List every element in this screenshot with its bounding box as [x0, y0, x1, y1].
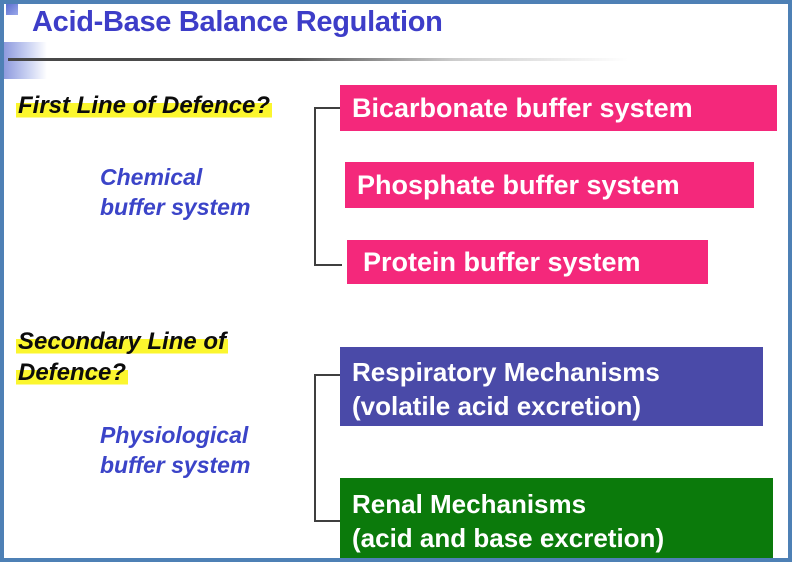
- phosphate-box-label: Phosphate buffer system: [357, 169, 680, 200]
- physiological-buffer-line1: Physiological: [100, 422, 249, 448]
- chemical-buffer-line2: buffer system: [100, 194, 251, 220]
- respiratory-box-label: Respiratory Mechanisms (volatile acid ex…: [352, 350, 660, 423]
- first-line-question: First Line of Defence?: [16, 90, 273, 121]
- title-underline: [8, 58, 628, 61]
- secondary-line-question-line2: Defence?: [16, 359, 129, 386]
- connector-bracket-first: [314, 107, 342, 266]
- secondary-line-question: Secondary Line of Defence?: [16, 326, 229, 388]
- connector-bracket-secondary: [314, 374, 342, 522]
- chemical-buffer-line1: Chemical: [100, 164, 203, 190]
- respiratory-box-line1: Respiratory Mechanisms: [352, 357, 660, 387]
- respiratory-box-line2: (volatile acid excretion): [352, 391, 641, 421]
- phosphate-box: Phosphate buffer system: [345, 162, 754, 208]
- secondary-line-question-line1: Secondary Line of: [16, 328, 229, 355]
- protein-box: Protein buffer system: [347, 240, 708, 284]
- physiological-buffer-label: Physiological buffer system: [100, 420, 250, 480]
- bicarbonate-box-label: Bicarbonate buffer system: [352, 92, 693, 123]
- title-bullet-icon: [6, 4, 18, 15]
- page-title: Acid-Base Balance Regulation: [32, 6, 443, 38]
- renal-box-label: Renal Mechanisms (acid and base excretio…: [352, 482, 664, 555]
- respiratory-box: Respiratory Mechanisms (volatile acid ex…: [340, 347, 763, 426]
- protein-box-label: Protein buffer system: [363, 246, 641, 277]
- bicarbonate-box: Bicarbonate buffer system: [340, 85, 777, 131]
- first-line-question-text: First Line of Defence?: [16, 92, 273, 119]
- renal-box: Renal Mechanisms (acid and base excretio…: [340, 478, 773, 558]
- renal-box-line1: Renal Mechanisms: [352, 488, 587, 519]
- physiological-buffer-line2: buffer system: [100, 452, 251, 478]
- chemical-buffer-label: Chemical buffer system: [100, 162, 250, 222]
- renal-box-line2: (acid and base excretion): [352, 522, 665, 553]
